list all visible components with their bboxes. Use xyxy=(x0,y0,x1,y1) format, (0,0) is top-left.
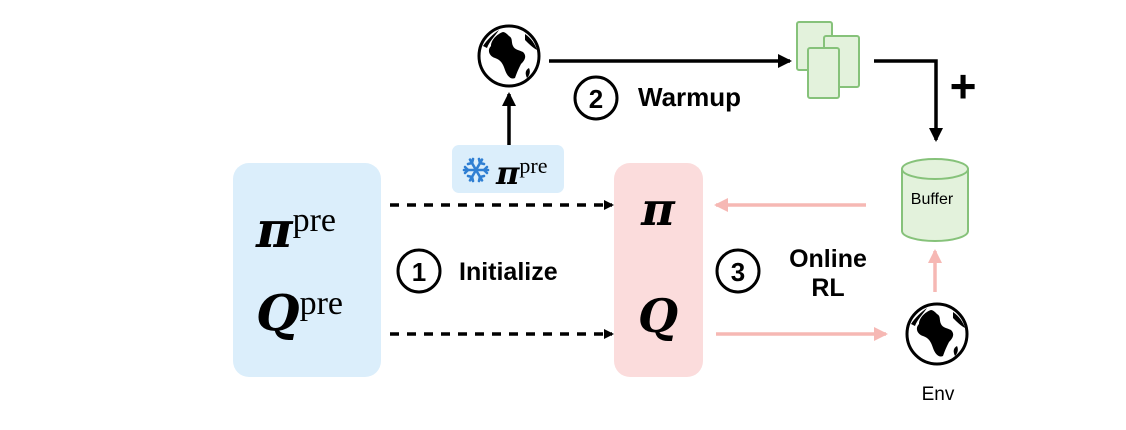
online-q-symbol: Q xyxy=(638,289,678,343)
step-3-number: 3 xyxy=(731,257,745,287)
pretrained-block: πpre Qpre xyxy=(233,163,381,377)
buffer-cylinder: Buffer xyxy=(901,158,969,242)
pretrained-q: Qpre xyxy=(256,283,343,342)
pretrained-policy: πpre xyxy=(255,200,336,259)
snowflake-icon xyxy=(462,157,490,183)
pretrained-policy-symbol: π xyxy=(255,200,294,259)
step-2-number: 2 xyxy=(589,84,603,114)
step-1-initialize: 1 Initialize xyxy=(396,248,558,294)
buffer-label: Buffer xyxy=(911,191,954,208)
frozen-policy: πpre xyxy=(495,153,548,192)
step-3-label-line1: Online xyxy=(789,245,867,273)
env-globe-icon xyxy=(905,302,969,366)
data-to-buffer-arrow xyxy=(874,59,943,142)
frozen-policy-superscript: pre xyxy=(519,153,547,178)
documents-icon xyxy=(796,21,860,99)
step-1-label: Initialize xyxy=(459,258,558,286)
env-label: Env xyxy=(922,384,955,405)
plus-sign: + xyxy=(950,60,977,112)
step-2-label: Warmup xyxy=(638,82,741,112)
pretrained-q-superscript: pre xyxy=(300,285,343,322)
frozen-policy-badge: πpre xyxy=(452,145,564,193)
pretrained-policy-superscript: pre xyxy=(293,202,336,239)
step-3-circle xyxy=(715,248,761,294)
online-block: π Q xyxy=(614,163,703,377)
step-3-online-rl: 3 Online RL xyxy=(715,245,867,302)
pretrained-q-symbol: Q xyxy=(256,283,300,342)
frozen-policy-symbol: π xyxy=(495,154,520,192)
online-policy-symbol: π xyxy=(640,182,676,236)
step-1-circle xyxy=(396,248,442,294)
step-2-warmup: 2 Warmup xyxy=(573,75,741,121)
step-1-number: 1 xyxy=(412,257,426,287)
step-2-circle xyxy=(573,75,619,121)
step-3-label-line2: RL xyxy=(811,274,844,302)
globe-icon xyxy=(477,24,541,88)
